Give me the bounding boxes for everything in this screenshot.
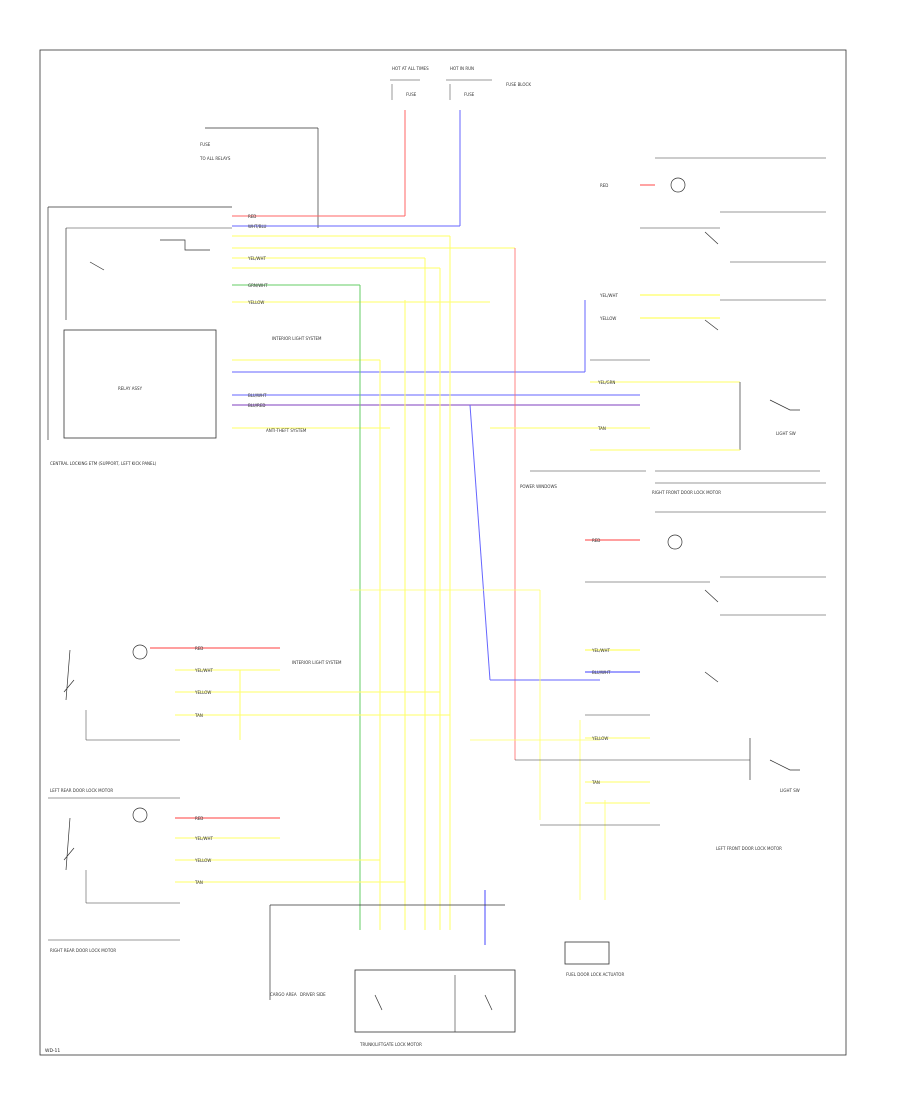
lr-wire-red: RED [195, 646, 203, 651]
top-left-feed: FUSE TO ALL RELAYS [199, 127, 319, 228]
lf-lamp-icon [667, 534, 683, 550]
rr-lamp-icon [132, 807, 148, 823]
ground-right-label: DRIVER SIDE [300, 992, 326, 997]
fuel-lid-actuator: FUEL DOOR LOCK ACTUATOR [564, 941, 624, 977]
lf-wire-yelwht: YEL/WHT [591, 648, 611, 653]
wire-label-yellow: YELLOW [247, 300, 264, 305]
relay-box [63, 329, 217, 439]
lr-wire-yelwht: YEL/WHT [194, 668, 214, 673]
left-front-motor: LEFT FRONT DOOR LOCK MOTOR RED YEL/WHT B… [515, 511, 826, 851]
antitheft-label: ANTI-THEFT SYSTEM [266, 428, 307, 433]
lr-lamp-icon [132, 644, 148, 660]
lr-interior-label: INTERIOR LIGHT SYSTEM [292, 660, 342, 665]
interior-light-label: INTERIOR LIGHT SYSTEM [272, 336, 322, 341]
lf-light-sw-label: LIGHT SW [780, 788, 800, 793]
lr-wire-yellow: YELLOW [194, 690, 211, 695]
wire-label-green: GRN/WHT [248, 283, 268, 288]
lf-wire-tan: TAN [591, 780, 600, 785]
ground-left-label: CARGO AREA [270, 992, 297, 997]
fuse-a-label: FUSE [406, 92, 417, 97]
rf-lamp-icon [670, 177, 686, 193]
wire-label-red: RED [248, 214, 256, 219]
left-rear-motor: LEFT REAR DOOR LOCK MOTOR RED YEL/WHT YE… [48, 644, 450, 799]
fuel-lid-box [564, 941, 610, 965]
lf-wire-yellow: YELLOW [591, 736, 608, 741]
rf-wire-yelwht: YEL/WHT [599, 293, 619, 298]
rf-wire-yelgrn: YEL/GRN [597, 380, 615, 385]
wire-label-white: WHT/BLU [248, 224, 267, 229]
top-left-note-label: TO ALL RELAYS [199, 156, 231, 161]
rf-wire-red: RED [600, 183, 608, 188]
rf-wire-yellow: YELLOW [599, 316, 616, 321]
hot-label-1: HOT AT ALL TIMES [392, 66, 429, 71]
relay-wire-bundle: RED WHT/BLU YEL/WHT GRN/WHT YELLOW BLU/W… [232, 110, 640, 433]
rr-wire-red: RED [195, 816, 203, 821]
fuel-lid-label: FUEL DOOR LOCK ACTUATOR [566, 972, 624, 977]
footer-code: WD-11 [45, 1048, 60, 1054]
rf-motor-label: RIGHT FRONT DOOR LOCK MOTOR [652, 490, 721, 495]
right-front-motor: RIGHT FRONT DOOR LOCK MOTOR POWER WINDOW… [490, 157, 826, 495]
hot-label-2: HOT IN RUN [450, 66, 474, 71]
trunk-motor: TRUNK/LIFTGATE LOCK MOTOR CARGO AREA DRI… [269, 904, 516, 1047]
trunk-motor-label: TRUNK/LIFTGATE LOCK MOTOR [359, 1042, 422, 1047]
relay-caption: CENTRAL LOCKING ETM (SUPPORT, LEFT KICK … [50, 461, 157, 466]
lr-motor-label: LEFT REAR DOOR LOCK MOTOR [50, 788, 113, 793]
center-vertical-bundle [350, 236, 606, 945]
relay-assembly: RELAY ASSY CENTRAL LOCKING ETM (SUPPORT,… [47, 206, 232, 466]
fuse-box-label: FUSE BLOCK [506, 82, 531, 87]
right-rear-motor: RIGHT REAR DOOR LOCK MOTOR RED YEL/WHT Y… [48, 807, 405, 953]
diagram-border [39, 49, 847, 1056]
wire-label-violet: BLU/RED [248, 403, 265, 408]
rr-wire-yelwht: YEL/WHT [194, 836, 214, 841]
lf-wire-red: RED [592, 538, 600, 543]
fuse-b-label: FUSE [464, 92, 475, 97]
trunk-motor-box [354, 969, 516, 1033]
rr-wire-yellow: YELLOW [194, 858, 211, 863]
wire-label-blue: BLU/WHT [248, 393, 267, 398]
lf-motor-label: LEFT FRONT DOOR LOCK MOTOR [716, 846, 782, 851]
lr-wire-tan: TAN [194, 713, 203, 718]
rf-light-sw-label: LIGHT SW [776, 431, 796, 436]
lf-wire-blue: BLU/WHT [592, 670, 611, 675]
relay-inner-label: RELAY ASSY [118, 386, 143, 391]
fuse-top: HOT AT ALL TIMES HOT IN RUN FUSE FUSE FU… [390, 66, 531, 100]
wire-label-yelwht: YEL/WHT [247, 256, 267, 261]
rr-motor-label: RIGHT REAR DOOR LOCK MOTOR [50, 948, 116, 953]
rf-wire-tan: TAN [597, 426, 606, 431]
rr-wire-tan: TAN [194, 880, 203, 885]
power-windows-label: POWER WINDOWS [520, 484, 557, 489]
top-left-fuse-label: FUSE [200, 142, 211, 147]
